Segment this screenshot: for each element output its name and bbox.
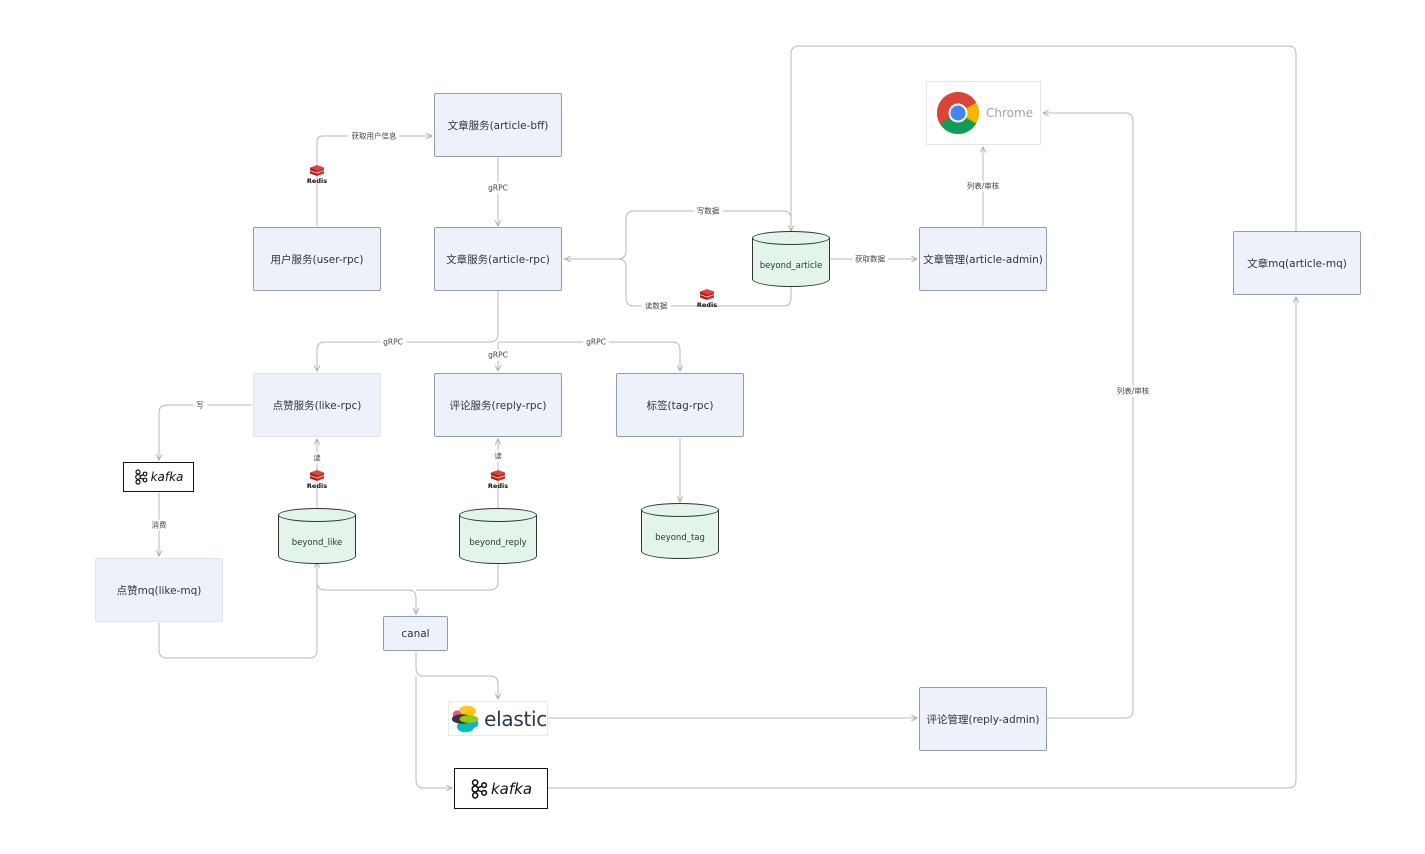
label-write: 写 — [193, 399, 207, 411]
redis-text: Redis — [306, 177, 328, 185]
label-grpc-like: gRPC — [380, 336, 406, 348]
kafka-icon — [471, 778, 488, 799]
edge-write-data — [563, 210, 791, 260]
edge-kafka-to-article-mq — [548, 297, 1296, 789]
edge-like-mq-to-db — [158, 562, 317, 659]
article-bff-label: 文章服务(article-bff) — [447, 119, 549, 132]
chrome-text: Chrome — [986, 106, 1034, 120]
edge-like-write-kafka — [159, 404, 252, 460]
edge-rpc-to-tag — [498, 341, 680, 371]
canal-label: canal — [401, 627, 430, 640]
article-rpc-box[interactable]: 文章服务(article-rpc) — [434, 227, 562, 291]
label-list-review-right: 列表/审核 — [1113, 385, 1153, 397]
edge-canal-to-elastic — [415, 652, 498, 699]
elastic-logo[interactable]: elastic — [448, 701, 548, 736]
user-rpc-box[interactable]: 用户服务(user-rpc) — [253, 227, 381, 291]
kafka-icon — [134, 469, 147, 485]
edge-reply-db-to-canal — [416, 562, 499, 591]
beyond-reply-label: beyond_reply — [469, 538, 527, 548]
beyond-like-label: beyond_like — [291, 538, 343, 548]
like-rpc-box[interactable]: 点赞服务(like-rpc) — [253, 373, 381, 437]
edge-canal-to-kafka — [415, 676, 452, 788]
article-mq-label: 文章mq(article-mq) — [1247, 257, 1347, 270]
kafka-like-logo[interactable]: kafka — [123, 462, 194, 492]
reply-rpc-box[interactable]: 评论服务(reply-rpc) — [434, 373, 562, 437]
beyond-article-db[interactable]: beyond_article — [752, 231, 830, 287]
edge-reply-admin-to-chrome — [1043, 113, 1134, 719]
article-mq-box[interactable]: 文章mq(article-mq) — [1233, 231, 1361, 295]
beyond-tag-label: beyond_tag — [655, 533, 705, 543]
redis-text: Redis — [306, 482, 328, 490]
elastic-text: elastic — [484, 706, 547, 731]
kafka-canal-logo[interactable]: kafka — [454, 768, 548, 809]
article-rpc-label: 文章服务(article-rpc) — [446, 253, 550, 266]
redis-icon-reply: Redis — [487, 470, 509, 492]
redis-icon-like: Redis — [306, 470, 328, 492]
tag-rpc-box[interactable]: 标签(tag-rpc) — [616, 373, 744, 437]
redis-icon-article: Redis — [696, 289, 718, 311]
beyond-tag-db[interactable]: beyond_tag — [641, 503, 719, 559]
article-admin-box[interactable]: 文章管理(article-admin) — [919, 227, 1047, 291]
label-fetch-data: 获取数据 — [852, 253, 888, 265]
edge-mq-to-article-db — [790, 45, 1297, 231]
user-rpc-label: 用户服务(user-rpc) — [270, 253, 364, 266]
edge-read-data — [565, 259, 792, 307]
beyond-reply-db[interactable]: beyond_reply — [459, 508, 537, 564]
tag-rpc-label: 标签(tag-rpc) — [646, 399, 714, 412]
kafka-like-text: kafka — [150, 470, 184, 484]
label-list-review-top: 列表/审核 — [963, 180, 1003, 192]
label-write-data: 写数据 — [693, 205, 723, 217]
reply-admin-label: 评论管理(reply-admin) — [926, 713, 1040, 726]
redis-text: Redis — [487, 482, 509, 490]
label-grpc-reply: gRPC — [485, 349, 511, 361]
label-read-reply: 读 — [491, 450, 505, 462]
reply-admin-box[interactable]: 评论管理(reply-admin) — [919, 687, 1047, 751]
chrome-icon — [936, 91, 980, 135]
beyond-like-db[interactable]: beyond_like — [278, 508, 356, 564]
label-get-user-info: 获取用户信息 — [348, 130, 400, 142]
article-admin-label: 文章管理(article-admin) — [923, 253, 1043, 266]
edge-user-to-bff — [316, 136, 432, 226]
chrome-logo[interactable]: Chrome — [926, 81, 1041, 145]
label-grpc-bff: gRPC — [485, 182, 511, 194]
kafka-canal-text: kafka — [490, 779, 533, 798]
edge-rpc-to-like — [317, 291, 499, 371]
canal-box[interactable]: canal — [383, 616, 448, 651]
redis-icon-user: Redis — [306, 165, 328, 187]
reply-rpc-label: 评论服务(reply-rpc) — [449, 399, 547, 412]
label-read-like: 读 — [310, 452, 324, 464]
like-mq-label: 点赞mq(like-mq) — [116, 584, 202, 597]
like-rpc-label: 点赞服务(like-rpc) — [272, 399, 362, 412]
like-mq-box[interactable]: 点赞mq(like-mq) — [95, 558, 223, 622]
label-consume: 消费 — [148, 519, 170, 531]
label-read-data: 读数据 — [641, 300, 671, 312]
redis-text: Redis — [696, 301, 718, 309]
beyond-article-label: beyond_article — [759, 261, 823, 271]
label-grpc-tag: gRPC — [583, 336, 609, 348]
elastic-icon — [451, 705, 479, 732]
edge-like-db-to-canal — [316, 562, 416, 614]
article-bff-box[interactable]: 文章服务(article-bff) — [434, 93, 562, 157]
